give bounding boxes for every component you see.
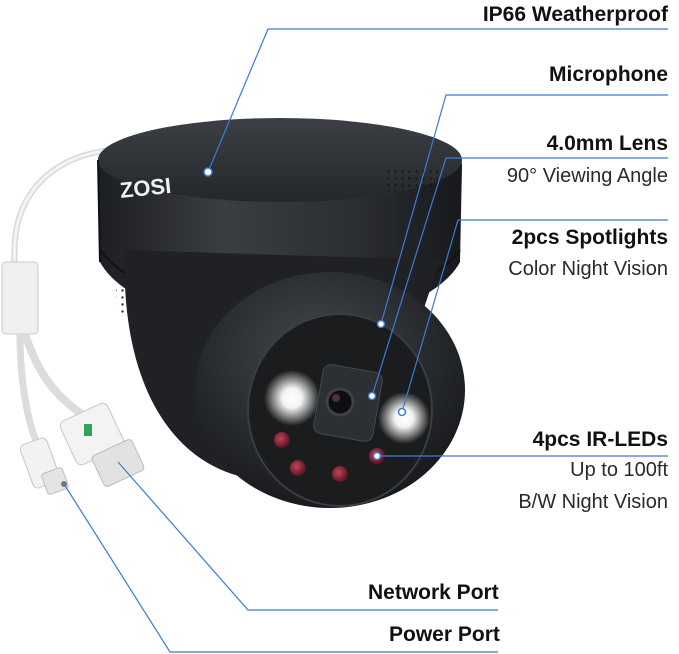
brand-logo: ZOSI bbox=[119, 173, 173, 203]
camera-housing: ZOSI bbox=[97, 118, 465, 508]
callout-ir-leds-subtitle: Up to 100ft bbox=[570, 459, 668, 481]
lens bbox=[325, 387, 355, 417]
spotlight-left bbox=[264, 370, 320, 426]
callout-dot bbox=[367, 391, 377, 401]
callout-ir-leds-subtitle2: B/W Night Vision bbox=[518, 491, 668, 513]
callout-dot bbox=[397, 407, 407, 417]
callout-spotlights-subtitle: Color Night Vision bbox=[508, 258, 668, 280]
ir-led bbox=[274, 432, 290, 448]
callout-power-port-title: Power Port bbox=[389, 623, 500, 646]
callout-ip66-title: IP66 Weatherproof bbox=[482, 3, 668, 26]
callout-lens-subtitle: 90° Viewing Angle bbox=[506, 165, 668, 187]
callout-lines bbox=[63, 28, 668, 653]
callout-dot bbox=[203, 167, 213, 177]
callout-dot bbox=[372, 451, 382, 461]
spotlight-right bbox=[378, 392, 430, 444]
cable-assembly bbox=[1, 147, 145, 495]
callout-microphone-title: Microphone bbox=[549, 63, 668, 86]
network-connector bbox=[59, 402, 145, 487]
callout-dot bbox=[376, 319, 386, 329]
callout-network-port-title: Network Port bbox=[368, 581, 499, 604]
mic-grille bbox=[384, 166, 438, 192]
callout-lens-title: 4.0mm Lens bbox=[546, 132, 668, 155]
power-connector bbox=[19, 437, 69, 495]
ir-led bbox=[290, 460, 306, 476]
callout-ir-leds-title: 4pcs IR-LEDs bbox=[532, 428, 668, 451]
cable-splitter bbox=[1, 261, 39, 335]
callout-spotlights-title: 2pcs Spotlights bbox=[511, 226, 668, 249]
ir-led bbox=[332, 466, 348, 482]
